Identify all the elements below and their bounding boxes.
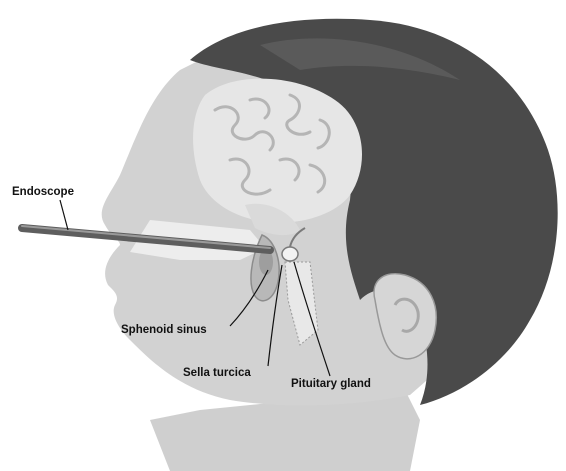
label-pituitary-gland: Pituitary gland <box>291 378 371 390</box>
leader-endoscope <box>60 200 68 230</box>
label-endoscope: Endoscope <box>12 186 74 198</box>
label-sella-turcica: Sella turcica <box>183 367 251 379</box>
pituitary-gland <box>282 247 298 261</box>
label-sphenoid-sinus: Sphenoid sinus <box>121 324 207 336</box>
